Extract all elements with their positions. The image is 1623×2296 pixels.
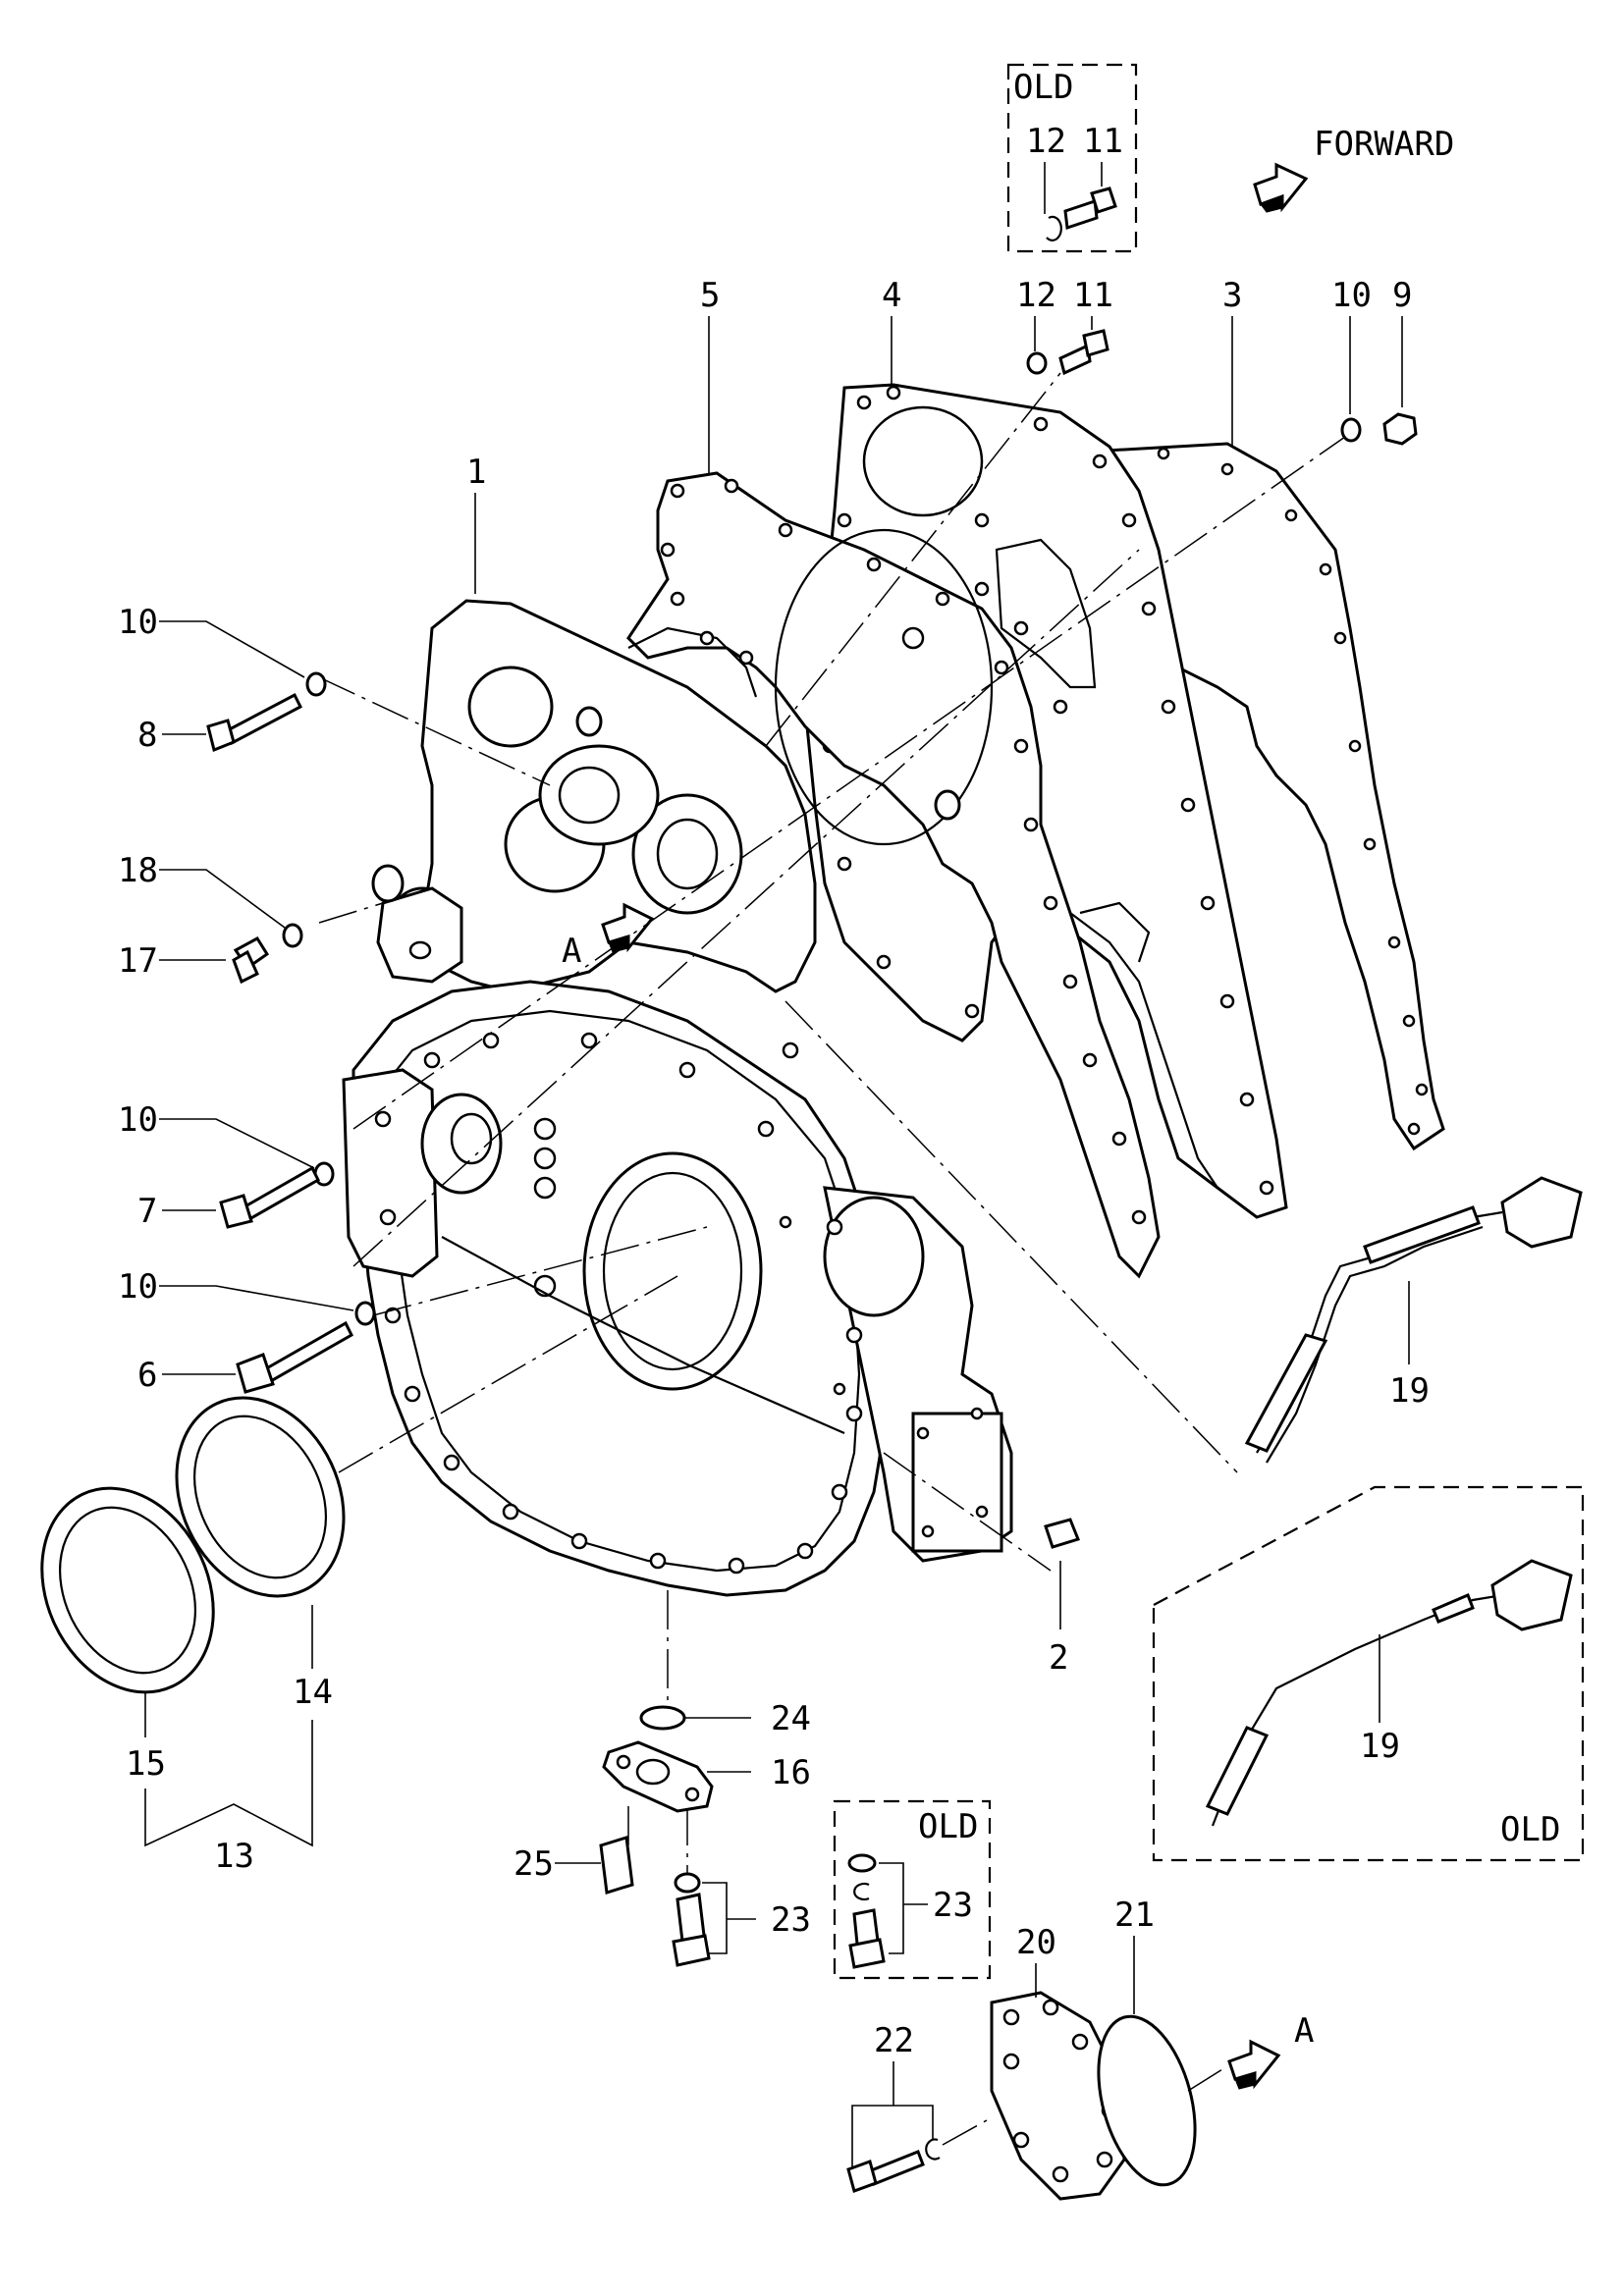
bolt-6: [236, 1320, 353, 1394]
sensor-harness-19: 19: [1244, 1176, 1583, 1464]
callout-8: 8: [137, 716, 157, 755]
callout-24: 24: [771, 1699, 811, 1738]
housing-bolt-holes: [374, 1032, 989, 1575]
old-box-bolts: OLD 23: [833, 1799, 992, 1980]
washer-10-top: [1340, 417, 1362, 443]
forward-label: FORWARD: [1314, 125, 1454, 164]
oil-seal-14: [175, 1396, 346, 1598]
callout-6: 6: [137, 1356, 157, 1395]
sensor-harness-19-old: [1205, 1559, 1573, 1827]
old-sensor-label: OLD: [1500, 1810, 1560, 1849]
o-ring-21: 21: [1097, 1896, 1197, 2187]
bolt-8: [206, 692, 302, 753]
callout-2: 2: [1049, 1638, 1068, 1678]
old-box-top: OLD 12 11: [1006, 63, 1138, 253]
cover-plate-20: 20: [990, 1923, 1126, 2201]
o-ring-24: 24: [639, 1699, 811, 1738]
callout-12: 12: [1016, 276, 1056, 315]
callout-16: 16: [771, 1753, 811, 1792]
callout-10-b: 10: [118, 1100, 158, 1140]
old-bolts-label: OLD: [918, 1807, 978, 1846]
callout-5: 5: [700, 276, 720, 315]
callout-25: 25: [514, 1844, 554, 1884]
callout-15: 15: [126, 1744, 166, 1784]
oil-seal-15: [40, 1486, 215, 1694]
plate-16: 16: [602, 1740, 811, 1813]
callout-22: 22: [874, 2021, 914, 2060]
callout-10-a: 10: [118, 603, 158, 642]
flywheel-housing-1: 1: [342, 453, 1013, 1597]
bolt-7: [219, 1165, 320, 1229]
old-top-label: OLD: [1013, 68, 1073, 107]
view-a-indicator-detail: A: [1187, 2011, 1314, 2092]
callout-19-old: 19: [1360, 1727, 1400, 1766]
callout-12-old: 12: [1026, 122, 1066, 161]
plug-17: [232, 936, 270, 985]
bolt-washer-22: 22: [846, 2021, 988, 2193]
callout-10-c: 10: [118, 1267, 158, 1307]
callout-4: 4: [882, 276, 901, 315]
forward-arrow-icon: [1253, 162, 1309, 213]
washer-18: [282, 923, 303, 948]
callout-1: 1: [466, 453, 486, 492]
bolt-washer-23: 23: [672, 1872, 811, 1967]
gasket-5: [626, 471, 1161, 1279]
callout-21: 21: [1114, 1896, 1155, 1935]
bolt-11: [1058, 329, 1109, 376]
callout-9: 9: [1392, 276, 1412, 315]
assembly-centerlines: [318, 372, 1346, 1885]
callout-19-new: 19: [1389, 1371, 1430, 1411]
callouts-seals: 14 15 13: [126, 1605, 333, 1876]
callout-14: 14: [293, 1673, 333, 1712]
washer-12: [1026, 351, 1048, 375]
callout-7: 7: [137, 1192, 157, 1231]
plug-25: 25: [514, 1836, 634, 1895]
callout-13: 13: [214, 1837, 254, 1876]
gasket-3: [1088, 442, 1445, 1151]
callout-11: 11: [1073, 276, 1113, 315]
callouts-top-row: 5 4 12 11 3 10 9: [700, 276, 1412, 473]
washer-10-c: [354, 1301, 376, 1326]
callout-23-old: 23: [933, 1886, 973, 1925]
callout-18: 18: [118, 851, 158, 890]
callout-10-top: 10: [1331, 276, 1372, 315]
view-a-label-main: A: [562, 932, 581, 971]
forward-indicator: FORWARD: [1253, 125, 1454, 213]
callouts-left: 10 8 18 17 10 7 10 6: [118, 603, 354, 1395]
callout-11-old: 11: [1083, 122, 1123, 161]
bolt-11-old: [1063, 187, 1117, 231]
washer-10-a: [305, 671, 327, 697]
dowel-pin-2: 2: [1044, 1518, 1080, 1678]
callout-3: 3: [1222, 276, 1242, 315]
washer-12-old: [1046, 215, 1062, 241]
nut-9: [1382, 412, 1418, 446]
view-a-arrow-detail-icon: [1227, 2039, 1281, 2090]
callout-20: 20: [1016, 1923, 1056, 1962]
view-a-label-detail: A: [1294, 2011, 1314, 2051]
old-box-sensor: 19 OLD: [1152, 1485, 1585, 1862]
callout-23: 23: [771, 1900, 811, 1940]
callout-17: 17: [118, 941, 158, 981]
